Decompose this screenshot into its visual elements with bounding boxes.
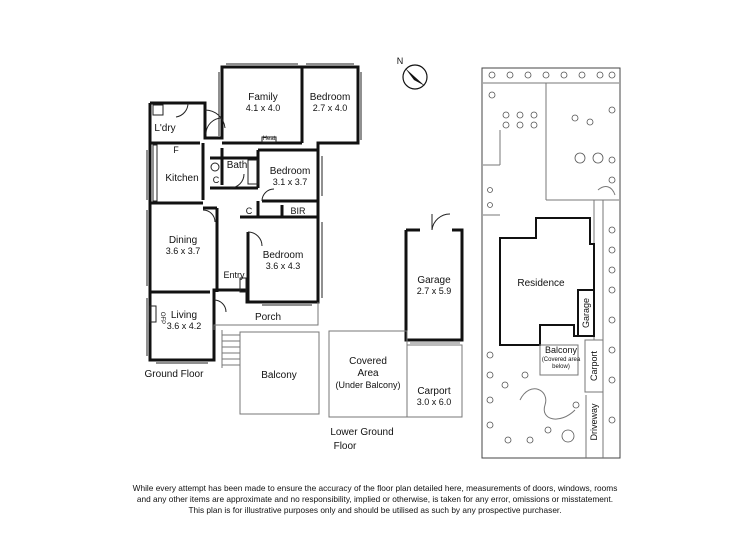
garage-wall (404, 228, 464, 342)
fireplace-label: OFP (159, 312, 165, 324)
porch-label: Porch (255, 312, 281, 323)
site-boundary (481, 67, 621, 459)
carport-outline (406, 344, 463, 418)
window-marks (146, 63, 362, 364)
compass-arrow-icon (405, 68, 425, 86)
cupboard2-label: C (246, 206, 253, 216)
balcony-outline (239, 331, 320, 415)
ground-floor-plan: Family 4.1 x 4.0 Bedroom 2.7 x 4.0 L'dry… (145, 63, 362, 415)
disclaimer-line: This plan is for illustrative purposes o… (188, 505, 562, 515)
carport-label: Carport (417, 386, 451, 397)
garage-dims: 2.7 x 5.9 (417, 286, 452, 296)
covered-area-note: (Under Balcony) (335, 380, 400, 390)
driveway-label: Driveway (589, 403, 599, 441)
kitchen-label: Kitchen (165, 173, 198, 184)
site-garage-label: Garage (581, 298, 591, 328)
fridge-label: F (173, 145, 179, 155)
garage-door-swing (431, 213, 451, 231)
bathtub (247, 159, 259, 185)
heater-label: Heat (263, 136, 276, 142)
family-room-dims: 4.1 x 4.0 (246, 103, 281, 113)
bedroom1-label: Bedroom (310, 92, 351, 103)
disclaimer-line: While every attempt has been made to ens… (132, 483, 618, 493)
laundry-trough (152, 104, 164, 116)
site-balcony-note: (Covered area (542, 357, 581, 363)
balcony-label: Balcony (261, 370, 297, 381)
ground-floor-outer-wall (148, 65, 360, 362)
bedroom1-dims: 2.7 x 4.0 (313, 103, 348, 113)
site-trees (486, 71, 616, 444)
meter-box (239, 277, 247, 293)
kitchen-bench (152, 144, 158, 202)
site-balcony-label: Balcony (545, 345, 578, 355)
site-balcony-note-2: below) (552, 364, 570, 370)
bedroom3-label: Bedroom (263, 250, 304, 261)
door-swings (175, 102, 275, 313)
bedroom3-dims: 3.6 x 4.3 (266, 261, 301, 271)
covered-area-label-2: Area (357, 368, 379, 379)
living-label: Living (171, 310, 197, 321)
bedroom2-dims: 3.1 x 3.7 (273, 177, 308, 187)
bath-label: Bath (227, 160, 248, 171)
dining-label: Dining (169, 235, 197, 246)
living-dims: 3.6 x 4.2 (167, 321, 202, 331)
disclaimer: While every attempt has been made to ens… (120, 483, 630, 516)
fireplace (149, 305, 157, 323)
garden-path (519, 388, 576, 420)
laundry-label: L'dry (154, 123, 175, 134)
porch-outline (213, 302, 319, 330)
garage-label: Garage (417, 275, 451, 286)
site-carport-label: Carport (589, 350, 599, 381)
residence-label: Residence (517, 278, 565, 289)
garden-path (597, 186, 616, 196)
compass: N (397, 56, 428, 90)
lower-ground-floor-plan: Garage 2.7 x 5.9 Covered Area (Under Bal… (328, 213, 464, 452)
bedroom2-label: Bedroom (270, 166, 311, 177)
site-plan: Residence Garage Balcony (Covered area b… (481, 67, 621, 459)
ground-floor-label: Ground Floor (145, 369, 205, 380)
site-garage-outline (577, 289, 595, 337)
toilet (210, 162, 220, 172)
rear-yard-lines (483, 82, 619, 458)
bir-label: BIR (290, 206, 306, 216)
porch-steps (221, 330, 240, 368)
heater (261, 136, 277, 143)
entry-label: Entry (223, 270, 245, 280)
cupboard1-label: C (213, 175, 220, 185)
disclaimer-line: and any other items are approximate and … (136, 494, 614, 504)
family-room-label: Family (248, 92, 277, 103)
lower-ground-floor-label-2: Floor (334, 441, 357, 452)
dining-dims: 3.6 x 3.7 (166, 246, 201, 256)
compass-circle (402, 64, 428, 90)
carport-dims: 3.0 x 6.0 (417, 397, 452, 407)
lower-ground-floor-label: Lower Ground (330, 427, 393, 438)
covered-area-label: Covered (349, 356, 387, 367)
north-label: N (397, 56, 404, 66)
site-carport-outline (584, 339, 604, 393)
site-balcony-outline (539, 344, 579, 376)
